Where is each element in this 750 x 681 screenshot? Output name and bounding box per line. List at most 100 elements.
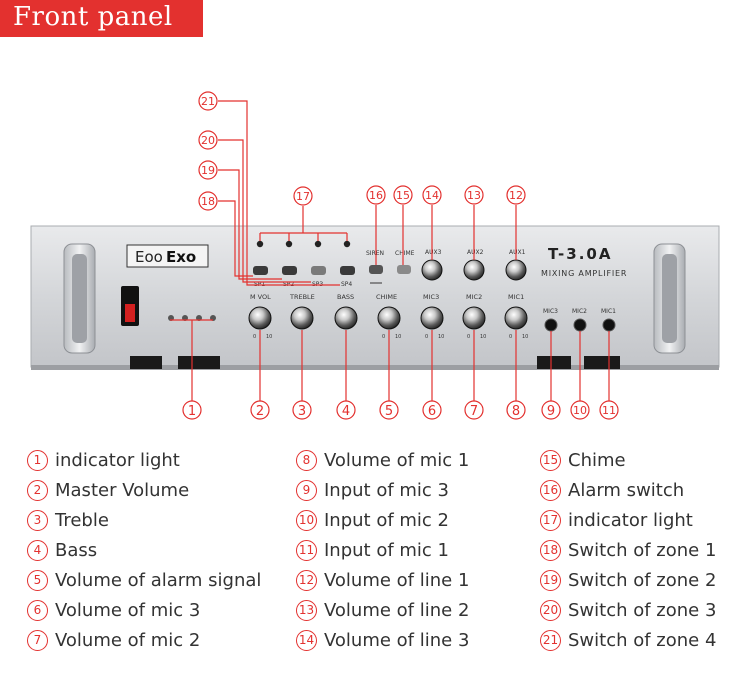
legend-label: Volume of mic 3	[55, 600, 201, 621]
callout-9: 9	[547, 404, 555, 419]
scale-min: 0	[467, 334, 470, 340]
legend-number: 18	[540, 540, 561, 561]
mic2-input-jack[interactable]	[573, 318, 587, 332]
legend-number: 2	[27, 480, 48, 501]
model-name: T-3.0A	[548, 245, 612, 263]
callout-21: 21	[201, 95, 215, 108]
mic3-knob-label: MIC3	[423, 293, 439, 301]
jack-label-mic3: MIC3	[543, 308, 558, 315]
legend-label: indicator light	[568, 510, 693, 531]
chime-knob-label: CHIME	[376, 293, 397, 301]
callout-4: 4	[342, 404, 350, 419]
legend-number: 19	[540, 570, 561, 591]
legend-label: Volume of line 3	[324, 630, 470, 651]
zone-switch-3[interactable]	[311, 266, 326, 275]
legend-item: 7 Volume of mic 2	[27, 630, 200, 651]
callout-16: 16	[369, 189, 383, 202]
mic2-volume-knob[interactable]	[462, 306, 486, 330]
callouts: 1 2 3 4 5 6 7 8 9 10 11 12 13 14 15 16 1…	[182, 91, 619, 420]
legend-item: 17 indicator light	[540, 510, 693, 531]
mic3-input-jack[interactable]	[544, 318, 558, 332]
callout-2: 2	[256, 404, 264, 419]
scale-min: 0	[253, 334, 256, 340]
bass-label: BASS	[337, 293, 354, 301]
callout-19: 19	[201, 164, 215, 177]
legend-label: Switch of zone 1	[568, 540, 717, 561]
legend-label: Volume of mic 2	[55, 630, 201, 651]
legend-label: Bass	[55, 540, 98, 561]
legend-label: Volume of alarm signal	[55, 570, 262, 591]
siren-label: SIREN	[366, 250, 384, 257]
treble-label: TREBLE	[289, 293, 315, 301]
legend-label: Switch of zone 2	[568, 570, 717, 591]
treble-knob[interactable]	[290, 306, 314, 330]
alarm-volume-knob[interactable]	[377, 306, 401, 330]
zone-switch-2[interactable]	[282, 266, 297, 275]
mic2-knob-label: MIC2	[466, 293, 482, 301]
aux3-knob[interactable]	[421, 259, 443, 281]
legend-label: Volume of line 1	[324, 570, 470, 591]
aux3-label: AUX3	[425, 249, 442, 256]
alarm-switch[interactable]	[369, 265, 383, 274]
legend-number: 21	[540, 630, 561, 651]
callout-15: 15	[396, 189, 410, 202]
mic1-input-jack[interactable]	[602, 318, 616, 332]
legend-label: Input of mic 2	[324, 510, 450, 531]
zone-switch-4[interactable]	[340, 266, 355, 275]
callout-8: 8	[512, 404, 520, 419]
legend-label: Master Volume	[55, 480, 190, 501]
aux1-label: AUX1	[509, 249, 526, 256]
rack-handle-right	[653, 243, 686, 354]
legend-number: 16	[540, 480, 561, 501]
legend-item: 19 Switch of zone 2	[540, 570, 716, 591]
mic3-volume-knob[interactable]	[420, 306, 444, 330]
header-title: Front panel	[13, 2, 173, 32]
legend-item: 2 Master Volume	[27, 480, 189, 501]
scale-max: 10	[438, 334, 444, 340]
callout-17: 17	[296, 190, 310, 203]
legend-number: 20	[540, 600, 561, 621]
legend-number: 8	[296, 450, 317, 471]
legend-number: 17	[540, 510, 561, 531]
legend-number: 7	[27, 630, 48, 651]
legend-label: Treble	[55, 510, 109, 531]
callout-7: 7	[470, 404, 478, 419]
legend-number: 14	[296, 630, 317, 651]
scale-min: 0	[509, 334, 512, 340]
aux1-knob[interactable]	[505, 259, 527, 281]
legend-number: 10	[296, 510, 317, 531]
chime-button[interactable]	[397, 265, 411, 274]
callout-10: 10	[573, 404, 587, 417]
legend-number: 15	[540, 450, 561, 471]
jack-label-mic2: MIC2	[572, 308, 587, 315]
scale-max: 10	[395, 334, 401, 340]
aux2-knob[interactable]	[463, 259, 485, 281]
mic1-volume-knob[interactable]	[504, 306, 528, 330]
legend-item: 14 Volume of line 3	[296, 630, 469, 651]
bass-knob[interactable]	[334, 306, 358, 330]
jack-label-mic1: MIC1	[601, 308, 616, 315]
legend-label: Switch of zone 3	[568, 600, 717, 621]
legend-item: 4 Bass	[27, 540, 97, 561]
scale-min: 0	[382, 334, 385, 340]
header-banner: Front panel	[0, 0, 203, 37]
master-volume-knob[interactable]	[248, 306, 272, 330]
callout-6: 6	[428, 404, 436, 419]
foot	[537, 356, 571, 369]
callout-12: 12	[509, 189, 523, 202]
brand-right: Exo	[166, 248, 196, 266]
legend-label: Input of mic 3	[324, 480, 450, 501]
aux2-label: AUX2	[467, 249, 484, 256]
legend-number: 4	[27, 540, 48, 561]
foot	[130, 356, 162, 369]
zone-switch-1[interactable]	[253, 266, 268, 275]
callout-13: 13	[467, 189, 481, 202]
